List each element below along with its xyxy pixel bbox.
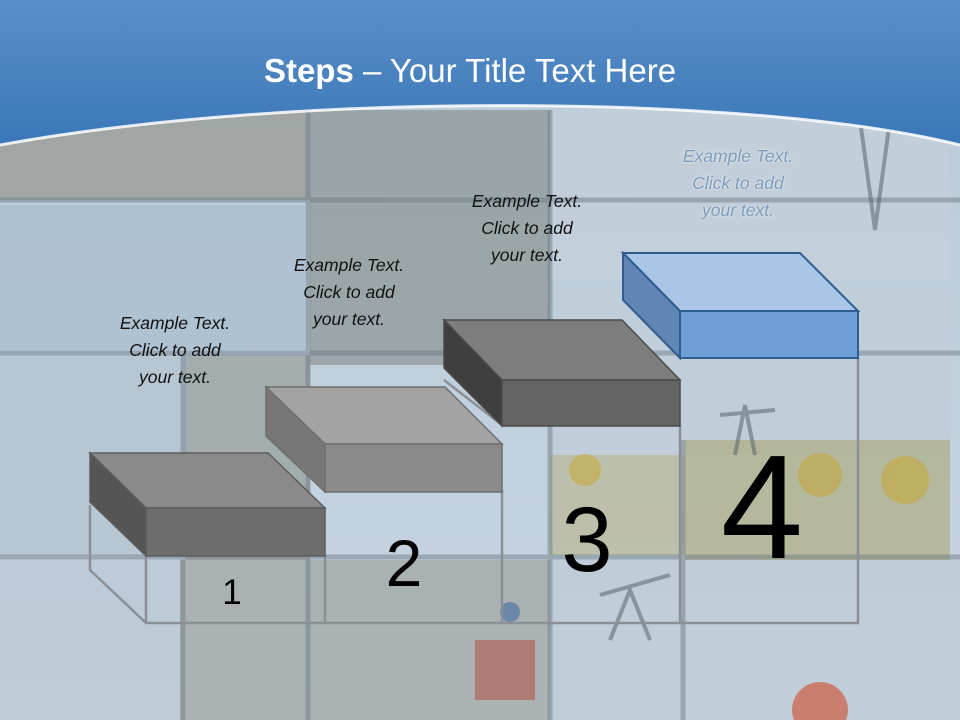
step-4-block[interactable] [620, 250, 861, 361]
step-2-block[interactable] [264, 385, 504, 494]
caption-line: Example Text. [293, 255, 405, 275]
caption-line: Click to add [481, 218, 573, 238]
caption-line: your text. [139, 367, 211, 387]
title-bold-part: Steps [263, 52, 354, 89]
caption-line: your text. [702, 200, 774, 220]
step-4-caption[interactable]: Example Text. Click to add your text. [638, 143, 838, 224]
caption-line: Click to add [303, 282, 395, 302]
title-rest: – Your Title Text Here [353, 52, 677, 89]
caption-line: your text. [491, 245, 563, 265]
caption-line: Example Text. [682, 146, 794, 166]
step-1-block[interactable] [88, 451, 327, 558]
caption-line: your text. [313, 309, 385, 329]
step-3-number: 3 [561, 489, 612, 591]
step-1-number: 1 [222, 573, 241, 612]
step-1-caption[interactable]: Example Text. Click to add your text. [75, 310, 275, 391]
caption-line: Click to add [692, 173, 784, 193]
caption-line: Example Text. [471, 191, 583, 211]
step-2-number: 2 [386, 526, 423, 600]
slide-title[interactable]: Steps – Your Title Text Here [0, 52, 940, 90]
caption-line: Click to add [129, 340, 221, 360]
step-2-caption[interactable]: Example Text. Click to add your text. [249, 252, 449, 333]
step-4-number: 4 [721, 425, 803, 590]
step-3-block[interactable] [442, 318, 682, 428]
caption-line: Example Text. [119, 313, 231, 333]
step-3-caption[interactable]: Example Text. Click to add your text. [427, 188, 627, 269]
header-band [0, 0, 960, 145]
